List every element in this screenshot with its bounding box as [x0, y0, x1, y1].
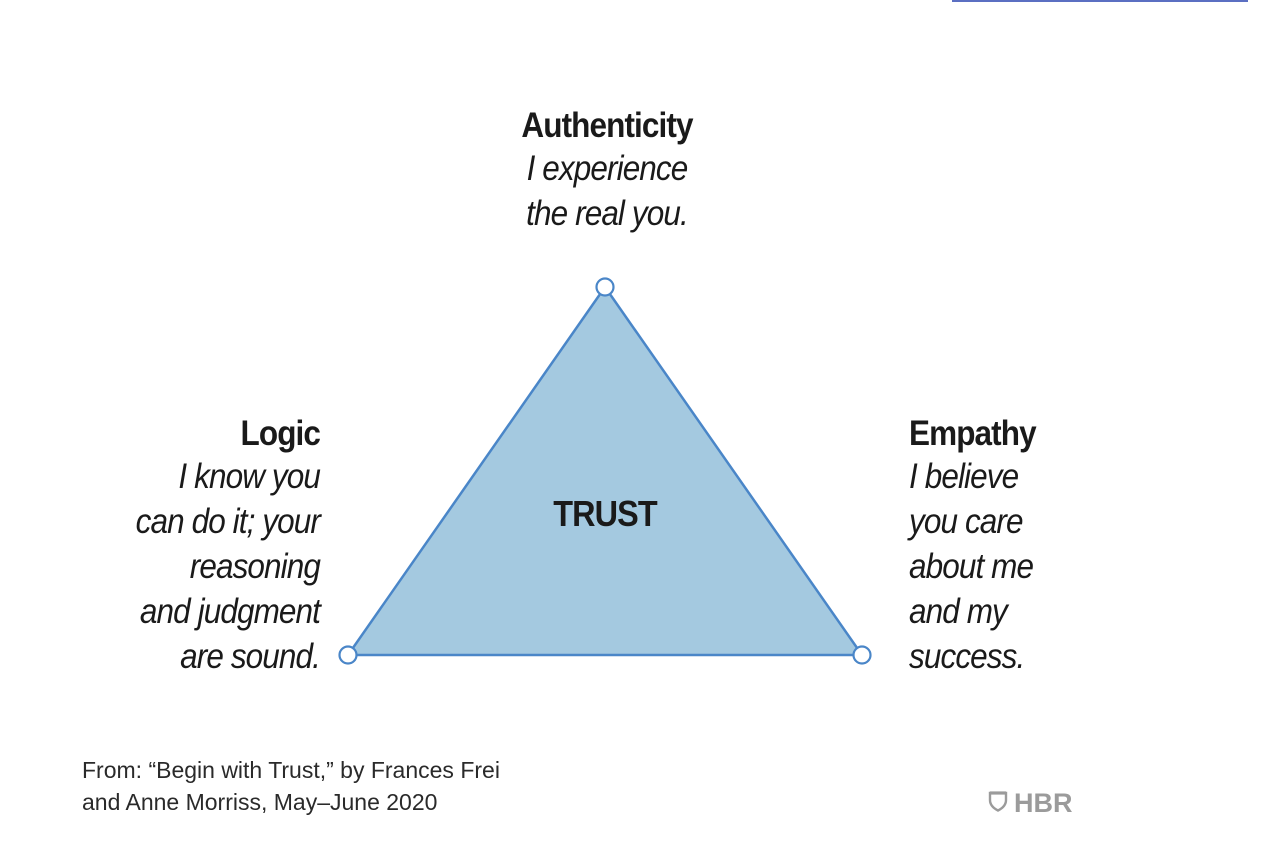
description-line: can do it; your	[135, 502, 321, 541]
description-line: and my	[909, 592, 1008, 631]
description-line: are sound.	[180, 637, 321, 676]
description-line: I know you	[178, 457, 320, 496]
center-label-trust: TRUST	[553, 493, 657, 534]
vertex-logic	[338, 645, 358, 665]
hbr-logo: HBR	[988, 788, 1073, 819]
node-description-logic: I know you can do it; your reasoning and…	[68, 454, 321, 679]
node-authenticity: Authenticity I experience the real you.	[431, 106, 783, 236]
description-line: reasoning	[189, 547, 321, 586]
description-line: about me	[909, 547, 1034, 586]
description-line: and judgment	[139, 592, 321, 631]
node-title-empathy: Empathy	[909, 414, 1037, 453]
description-line: I believe	[909, 457, 1019, 496]
node-empathy: Empathy I believe you care about me and …	[909, 414, 1209, 679]
source-line: and Anne Morriss, May–June 2020	[82, 789, 438, 815]
vertex-authenticity	[595, 277, 615, 297]
top-rule	[952, 0, 1248, 2]
vertex-empathy	[852, 645, 872, 665]
node-title-authenticity: Authenticity	[521, 106, 693, 145]
description-line: you care	[909, 502, 1024, 541]
node-description-empathy: I believe you care about me and my succe…	[909, 454, 1179, 679]
source-line: From: “Begin with Trust,” by Frances Fre…	[82, 757, 500, 783]
source-citation: From: “Begin with Trust,” by Frances Fre…	[82, 754, 500, 818]
node-description-authenticity: I experience the real you.	[449, 146, 766, 236]
trust-triangle	[346, 285, 864, 657]
node-title-logic: Logic	[240, 414, 321, 453]
brand-name: HBR	[1014, 788, 1073, 818]
description-line: success.	[909, 637, 1025, 676]
node-logic: Logic I know you can do it; your reasoni…	[40, 414, 321, 679]
description-line: the real you.	[526, 194, 689, 233]
shield-icon	[988, 790, 1008, 817]
description-line: I experience	[526, 149, 689, 188]
